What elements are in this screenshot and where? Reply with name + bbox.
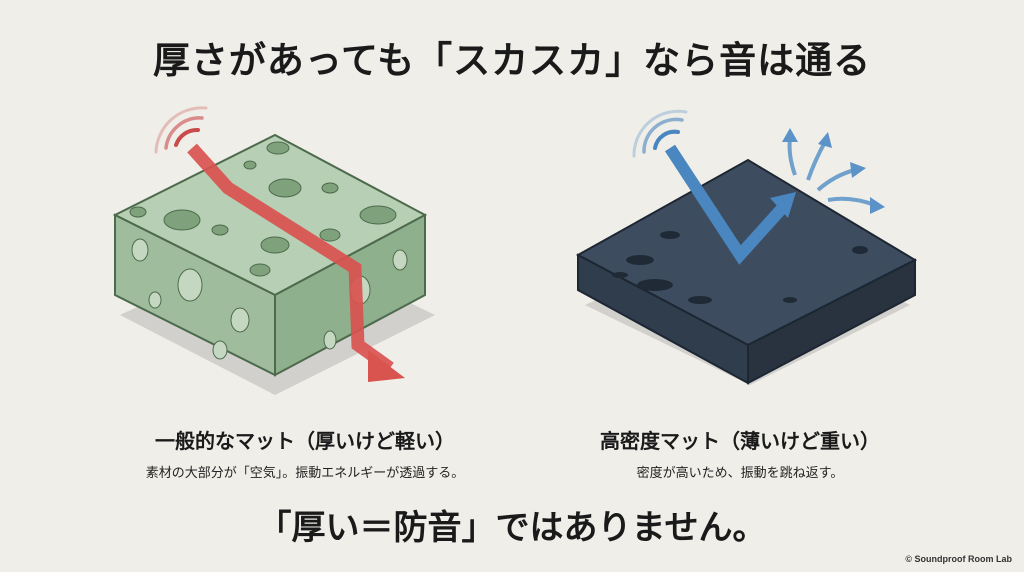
right-caption-description: 密度が高いため、振動を跳ね返す。 (636, 466, 844, 481)
right-caption-title: 高密度マット（薄いけど重い） (600, 429, 880, 453)
right-caption: 高密度マット（薄いけど重い） 密度が高いため、振動を跳ね返す。 (570, 425, 910, 481)
left-caption-title: 一般的なマット（厚いけど軽い） (155, 429, 455, 453)
credit-text: © Soundproof Room Lab (905, 554, 1012, 564)
left-caption-description: 素材の大部分が「空気」。振動エネルギーが透過する。 (145, 466, 465, 481)
conclusion-text: 「厚い＝防音」ではありません。 (257, 508, 767, 548)
left-caption: 一般的なマット（厚いけど軽い） 素材の大部分が「空気」。振動エネルギーが透過する… (95, 425, 515, 481)
porous-mat-illustration (100, 100, 440, 400)
page-title: 厚さがあっても「スカスカ」なら音は通る (152, 39, 872, 82)
dense-mat-illustration (560, 100, 920, 400)
